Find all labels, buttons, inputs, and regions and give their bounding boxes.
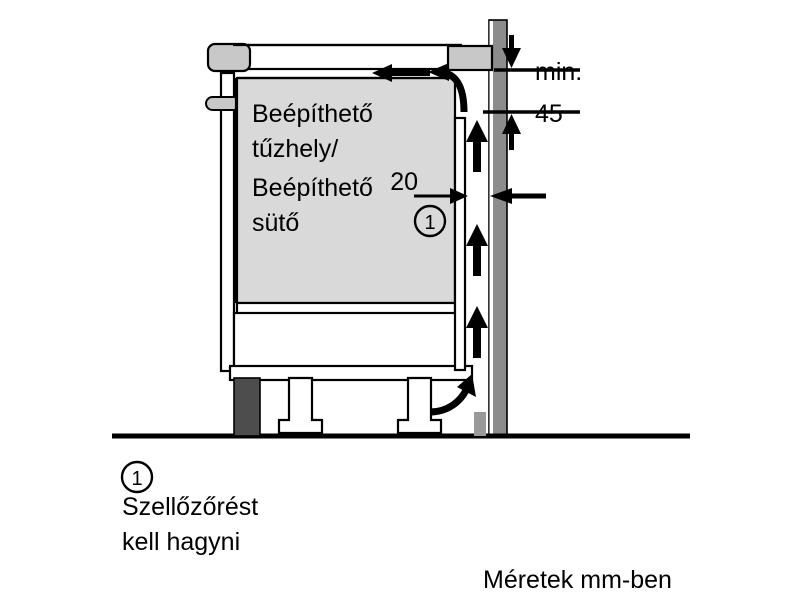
dim-min-label: min.: [535, 58, 582, 86]
appliance-leg-right: [396, 376, 443, 435]
appliance-back-panel: [453, 116, 467, 372]
vent-airflow-arrows: [466, 120, 488, 358]
dim-arrow-down: [502, 35, 521, 68]
appliance-door-panel: [235, 76, 457, 305]
appliance-label-line-3: Beépíthető: [252, 174, 373, 202]
gap-arrow-right-head: [450, 188, 468, 204]
worktop-right-cap: [446, 44, 494, 72]
worktop-left-cap: [206, 42, 252, 73]
legend-group: 1 Szellőzőrést kell hagyni: [120, 460, 258, 556]
worktop-bar: [231, 43, 463, 71]
appliance-left-frame: [219, 71, 236, 373]
dimension-gap20-group: 20 1: [390, 168, 546, 238]
top-airflow-group: [372, 63, 468, 113]
airflow-arrow-left: [372, 64, 430, 82]
legend-line-1: Szellőzőrést: [122, 493, 258, 521]
legend-marker-number: 1: [131, 468, 142, 490]
vent-arrow-up-3: [466, 306, 488, 358]
marker-number: 1: [424, 212, 435, 234]
appliance-label-group: Beépíthető tűzhely/ Beépíthető sütő: [252, 100, 373, 237]
gap-marker-circle-one: 1: [413, 204, 447, 238]
airflow-curve-bottom-head: [457, 374, 476, 397]
airflow-curved-arrow-top: [428, 63, 468, 113]
dim-min-value: 45: [535, 100, 563, 128]
airflow-curve-bottom: [429, 386, 471, 416]
dim-gap20-value: 20: [390, 168, 418, 196]
dim-arrow-up: [502, 114, 521, 150]
appliance-label-line-4: sütő: [252, 209, 299, 237]
plinth-block: [233, 377, 261, 437]
vent-arrow-up-1: [466, 120, 488, 172]
wall-highlight-edge: [489, 21, 493, 436]
appliance-group: [205, 71, 474, 382]
wall-base-post: [474, 412, 486, 436]
bottom-airflow-group: [429, 374, 476, 416]
wall-group: [488, 19, 508, 438]
dimension-min45-group: min. 45: [483, 35, 582, 150]
marker-circle-outline: [413, 204, 447, 238]
legend-line-2: kell hagyni: [122, 528, 240, 556]
gap-arrow-left: [490, 188, 546, 204]
footnote-units: Méretek mm-ben: [483, 566, 672, 594]
appliance-leg-left: [277, 376, 324, 435]
appliance-drawer: [232, 311, 464, 372]
vent-arrow-up-2: [466, 224, 488, 276]
legend-marker-circle-outline: [120, 460, 154, 494]
appliance-label-line-2: tűzhely/: [252, 135, 338, 163]
appliance-base-plate: [228, 364, 474, 382]
worktop-group: [206, 42, 494, 73]
support-group: [233, 376, 486, 437]
legend-marker-circle-one: 1: [120, 460, 154, 494]
appliance-label-line-1: Beépíthető: [252, 100, 373, 128]
